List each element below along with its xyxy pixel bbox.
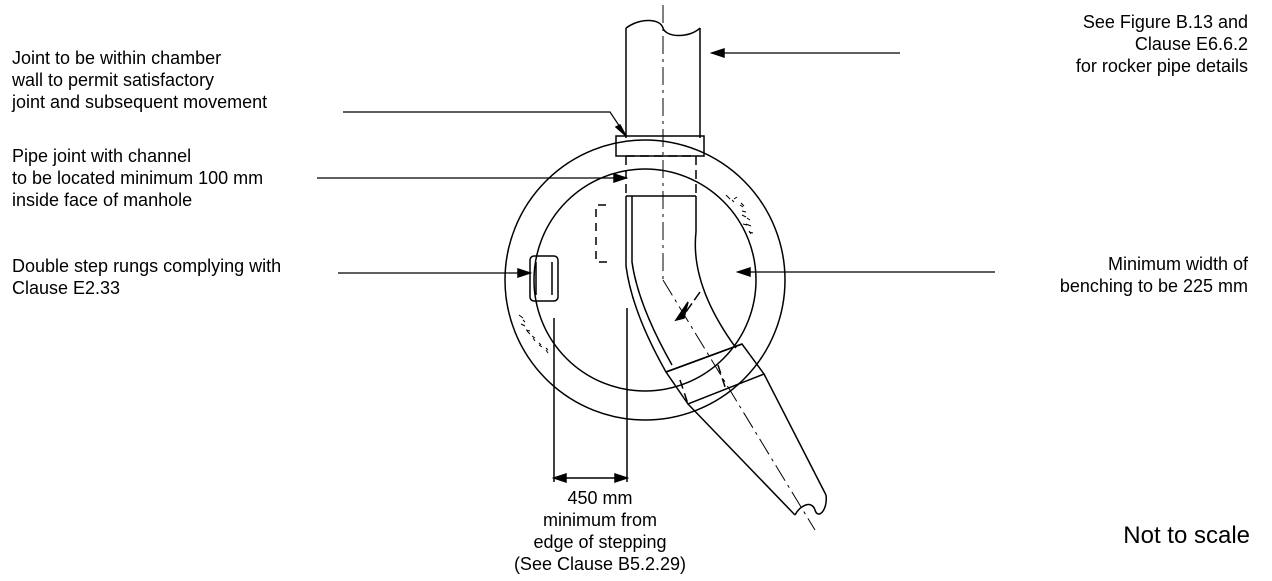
leader-lines	[317, 52, 995, 274]
label-pipe-joint: Pipe joint with channel to be located mi…	[12, 145, 263, 211]
centreline	[662, 5, 816, 531]
label-line: minimum from	[542, 510, 657, 530]
outgoing-pipe	[664, 343, 827, 516]
label-line: Clause E6.6.2	[1134, 34, 1248, 54]
manhole-outer-wall	[504, 139, 786, 421]
label-step-rungs: Double step rungs complying with Clause …	[12, 255, 281, 299]
label-line: (See Clause B5.2.29)	[513, 554, 687, 574]
label-line: Minimum width of	[1107, 254, 1248, 274]
label-line: Clause E2.33	[12, 278, 121, 298]
label-line: 450 mm	[567, 488, 633, 508]
label-line: Not to scale	[1123, 522, 1250, 549]
benching-dashed-outline	[595, 204, 610, 263]
label-line: joint and subsequent movement	[12, 92, 268, 112]
label-line: edge of stepping	[533, 532, 667, 552]
channel	[625, 196, 743, 373]
label-line: to be located minimum 100 mm	[12, 168, 264, 188]
label-line: wall to permit satisfactory	[12, 70, 215, 90]
label-benching: Minimum width of benching to be 225 mm	[1060, 253, 1248, 297]
manhole-inner-wall	[533, 168, 757, 392]
label-joint-chamber: Joint to be within chamber wall to permi…	[12, 47, 267, 113]
step-rungs-symbol	[529, 255, 559, 302]
benching-hatch	[518, 194, 754, 354]
label-line: inside face of manhole	[12, 190, 193, 210]
label-line: benching to be 225 mm	[1059, 276, 1248, 296]
label-line: Joint to be within chamber	[12, 48, 222, 68]
label-line: Pipe joint with channel	[12, 146, 192, 166]
wall-joint-dashed	[625, 155, 697, 196]
label-see-figure: See Figure B.13 and Clause E6.6.2 for ro…	[1076, 11, 1248, 77]
not-to-scale-note: Not to scale	[1123, 522, 1250, 550]
label-dimension: 450 mm minimum from edge of stepping (Se…	[480, 487, 720, 575]
label-line: See Figure B.13 and	[1082, 12, 1248, 32]
flow-arrow	[674, 301, 689, 322]
label-line: for rocker pipe details	[1075, 56, 1248, 76]
label-line: Double step rungs complying with	[12, 256, 282, 276]
incoming-pipe	[615, 19, 705, 157]
